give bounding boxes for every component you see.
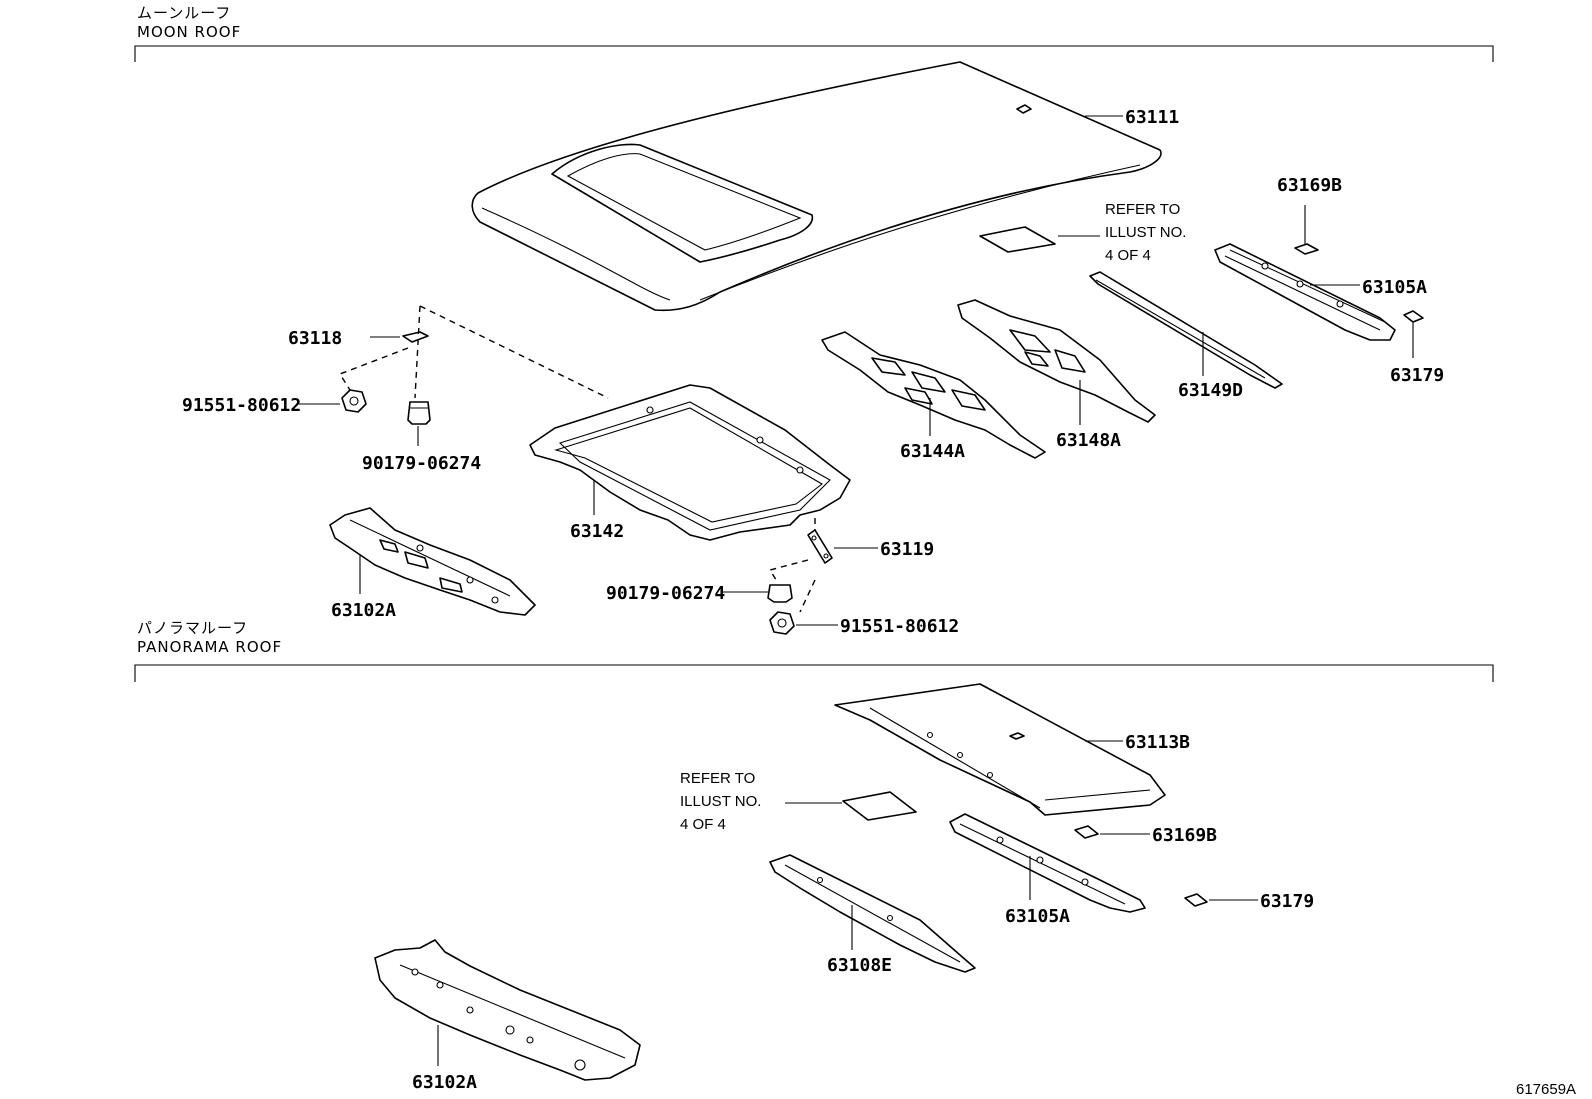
refer-note-top-line1: REFER TO — [1105, 201, 1180, 218]
refer-pad-top — [979, 226, 1100, 253]
label-63148a: 63148A — [1056, 430, 1121, 451]
label-63102a-bottom: 63102A — [412, 1072, 477, 1093]
refer-note-top-line3: 4 OF 4 — [1105, 247, 1151, 264]
label-63142: 63142 — [570, 521, 624, 542]
bow-63108e — [769, 854, 976, 973]
rail-63105a-bottom — [949, 813, 1146, 913]
moon-roof-title-en: MOON ROOF — [137, 23, 241, 41]
refer-note-bottom-line3: 4 OF 4 — [680, 816, 726, 833]
label-63105a-top: 63105A — [1362, 277, 1427, 298]
pad-63169b-bottom — [1074, 825, 1150, 839]
refer-note-top: REFER TO ILLUST NO. 4 OF 4 — [1105, 201, 1186, 264]
label-63179-top: 63179 — [1390, 365, 1444, 386]
label-63118: 63118 — [288, 328, 342, 349]
header-panel-63102a-bottom — [374, 939, 641, 1081]
roof-panel-63111 — [471, 61, 1162, 312]
label-63111: 63111 — [1125, 107, 1179, 128]
refer-pad-bottom — [785, 791, 917, 821]
bow-63148a — [957, 299, 1156, 425]
panorama-roof-title-en: PANORAMA ROOF — [137, 638, 282, 656]
label-63169b-bottom: 63169B — [1152, 825, 1217, 846]
label-91551-top: 91551-80612 — [182, 395, 301, 416]
label-63179-bottom: 63179 — [1260, 891, 1314, 912]
pad-63169b-top — [1294, 205, 1319, 255]
sunroof-frame-63142 — [529, 384, 851, 541]
nut-90179-bottom — [722, 584, 793, 603]
bow-63144a — [821, 331, 1046, 459]
label-63169b-top: 63169B — [1277, 175, 1342, 196]
moon-roof-header: ムーンルーフ MOON ROOF — [134, 4, 1494, 62]
bolt-91551-bottom — [769, 611, 838, 635]
panorama-roof-bracket — [134, 664, 1494, 682]
label-63102a-top: 63102A — [331, 600, 396, 621]
label-63149d: 63149D — [1178, 380, 1243, 401]
label-63119: 63119 — [880, 539, 934, 560]
label-91551-bottom: 91551-80612 — [840, 616, 959, 637]
moon-roof-bracket — [134, 45, 1494, 62]
label-63113b: 63113B — [1125, 732, 1190, 753]
rail-63105a-top — [1214, 243, 1396, 341]
figure-id: 617659A — [1516, 1081, 1576, 1098]
label-90179-bottom: 90179-06274 — [606, 583, 725, 604]
pad-63179-bottom — [1184, 893, 1258, 907]
nut-90179-top — [407, 401, 431, 446]
label-90179-top: 90179-06274 — [362, 453, 481, 474]
panorama-roof-title-jp: パノラマルーフ — [137, 619, 248, 637]
bow-63149d — [1089, 271, 1283, 389]
bolt-91551-top — [298, 389, 367, 413]
label-63144a: 63144A — [900, 441, 965, 462]
roof-panel-63113b — [834, 683, 1166, 816]
label-63108e: 63108E — [827, 955, 892, 976]
label-63105a-bottom: 63105A — [1005, 906, 1070, 927]
refer-note-top-line2: ILLUST NO. — [1105, 224, 1186, 241]
refer-note-bottom: REFER TO ILLUST NO. 4 OF 4 — [680, 770, 761, 833]
panorama-roof-header: パノラマルーフ PANORAMA ROOF — [134, 619, 1494, 682]
bracket-63119 — [807, 529, 878, 564]
header-panel-63102a-top — [329, 507, 536, 616]
clip-63118 — [370, 331, 429, 343]
refer-note-bottom-line2: ILLUST NO. — [680, 793, 761, 810]
moon-roof-title-jp: ムーンルーフ — [137, 4, 231, 22]
pad-63179-top — [1403, 310, 1424, 358]
refer-note-bottom-line1: REFER TO — [680, 770, 755, 787]
